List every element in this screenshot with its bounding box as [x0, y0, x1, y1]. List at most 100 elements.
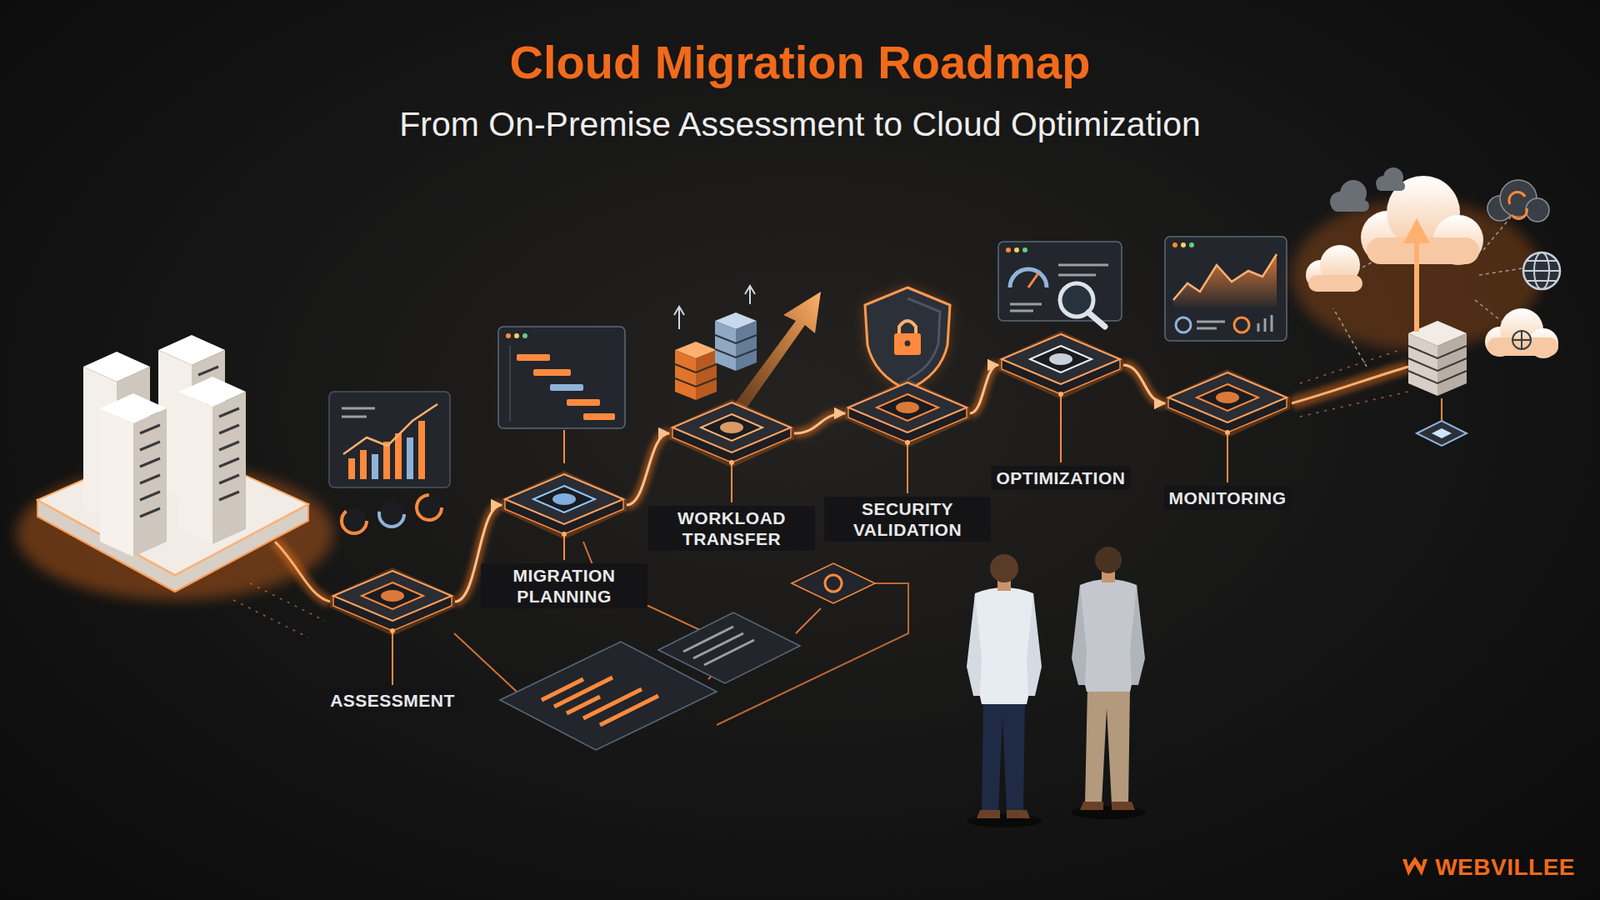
leader-line	[1226, 432, 1229, 483]
cloud-cluster	[1291, 167, 1560, 446]
platform-top	[505, 474, 624, 525]
tower-face	[212, 391, 246, 545]
platform-glow	[1165, 369, 1290, 438]
stage-label: MIGRATION PLANNING	[480, 563, 648, 609]
gantt-bar	[583, 413, 615, 420]
flow-line	[275, 541, 330, 602]
cube-side	[715, 320, 736, 371]
gantt-panel	[498, 326, 625, 429]
cube-lines	[675, 364, 717, 387]
stage-platform: MONITORING	[1165, 365, 1290, 441]
platform-top	[1001, 334, 1120, 385]
tower-face	[133, 408, 167, 557]
cube-side	[695, 350, 717, 400]
leader-dot	[1225, 430, 1230, 435]
rack-lines	[140, 425, 160, 517]
trousers	[1085, 687, 1130, 805]
flow-connector	[626, 433, 670, 505]
gantt-bar	[533, 369, 571, 376]
platform-light	[552, 493, 576, 505]
ring	[825, 575, 842, 592]
platform-graphic	[330, 564, 455, 640]
lock-body	[894, 333, 921, 355]
logo-shape	[1402, 856, 1428, 876]
brand-mark: WEBVILLEE	[1401, 853, 1575, 882]
flow-connector	[970, 365, 999, 414]
shirt	[1076, 579, 1140, 692]
upload-arrow	[1414, 237, 1420, 332]
leader-dot	[390, 628, 395, 634]
bar	[348, 458, 355, 480]
tower-top	[83, 351, 150, 382]
platform-glow	[501, 470, 627, 540]
magnifier-handle	[1088, 312, 1105, 327]
chip-link	[1440, 398, 1443, 421]
cloud-part	[1331, 200, 1370, 212]
bar	[395, 433, 402, 480]
leader-line	[906, 442, 909, 494]
donut	[416, 495, 442, 520]
donut	[379, 501, 405, 527]
gantt-bar	[550, 384, 584, 391]
tower-top	[158, 335, 225, 365]
tower-face	[179, 391, 213, 545]
diagram-caption: From On-Premise Assessment to Cloud Opti…	[0, 103, 1600, 145]
bar	[360, 450, 367, 480]
cube-lines	[715, 335, 757, 358]
globe-lines	[1512, 330, 1531, 350]
connector-line	[626, 433, 670, 505]
data-stacks	[674, 285, 757, 400]
stage-platform: SECURITY VALIDATION	[845, 375, 970, 451]
sync-icon	[1509, 191, 1527, 219]
gauge-needle	[1028, 273, 1039, 288]
platform-glow	[998, 330, 1124, 400]
platform-top	[333, 570, 452, 621]
cube-side	[735, 320, 757, 371]
panel	[658, 612, 800, 684]
data-particles	[233, 583, 325, 638]
transfer-arrow	[725, 291, 821, 421]
panel-lines	[1196, 315, 1272, 332]
person	[1070, 546, 1146, 820]
data-particles	[1300, 350, 1409, 417]
platform-graphic	[845, 375, 970, 451]
cloud-part	[1308, 275, 1363, 292]
panel	[998, 241, 1122, 321]
shield-icon	[865, 287, 950, 390]
grid	[510, 345, 511, 421]
head	[990, 554, 1019, 583]
diagram-title: Cloud Migration Roadmap	[0, 35, 1600, 90]
panel	[329, 391, 450, 488]
connector-line	[794, 413, 845, 434]
platform-glow	[845, 379, 970, 448]
bar	[418, 420, 425, 480]
chip-core	[1431, 428, 1452, 439]
stage-label-group: MIGRATION PLANNING	[480, 563, 648, 609]
donut	[341, 508, 367, 534]
bar	[406, 437, 414, 480]
dot	[522, 333, 528, 339]
tower-face	[100, 408, 134, 557]
flow-line	[1291, 366, 1409, 404]
platform-graphic	[669, 395, 795, 471]
dot	[505, 333, 511, 339]
connector-line	[1123, 365, 1165, 404]
tower	[179, 376, 246, 545]
platform-inset	[1196, 384, 1259, 411]
flow-glow	[1291, 366, 1409, 404]
leader-dot	[905, 440, 910, 445]
platform-graphic	[501, 467, 627, 543]
bar	[383, 441, 390, 480]
leader-line	[391, 630, 394, 685]
stage-label-group: WORKLOAD TRANSFER	[648, 505, 815, 551]
stage-platform: WORKLOAD TRANSFER	[669, 395, 795, 471]
keyhole	[905, 340, 911, 347]
chart-bars	[541, 677, 659, 725]
leader-dot	[729, 460, 735, 465]
leader-dot	[561, 531, 567, 537]
shirt	[971, 587, 1037, 705]
platform-top	[672, 402, 791, 453]
platform-inset	[361, 582, 424, 610]
lower-network	[454, 541, 909, 750]
